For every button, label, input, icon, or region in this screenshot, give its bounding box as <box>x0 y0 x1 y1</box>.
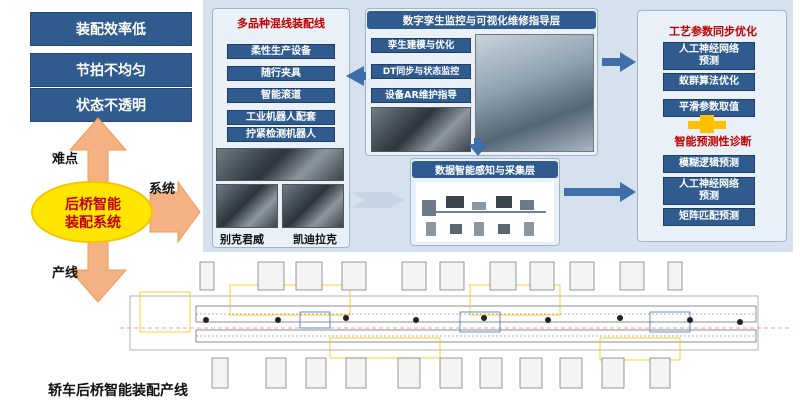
problem-box-efficiency: 装配效率低 <box>30 12 192 46</box>
arrow-opt-to-twin <box>602 52 636 72</box>
caption-cadillac: 凯迪拉克 <box>293 233 337 246</box>
problem-box-status: 状态不透明 <box>30 88 192 122</box>
arrow-data-to-opt <box>564 182 636 202</box>
arrow-data-to-twin <box>468 138 488 156</box>
chevron-line-to-data <box>350 192 404 208</box>
assembly-photo-buick <box>216 184 278 228</box>
label-system: 系统 <box>149 182 176 197</box>
arrow-right <box>149 180 201 244</box>
twin-item-ar: 设备AR维护指导 <box>371 88 471 103</box>
mixed-item-roller: 智能滚道 <box>227 88 335 103</box>
production-line-caption: 轿车后桥智能装配产线 <box>48 383 188 399</box>
predictive-title: 智能预测性诊断 <box>674 134 752 148</box>
hub-ellipse <box>31 181 153 243</box>
label-line: 产线 <box>52 266 79 281</box>
assembly-photo-cadillac <box>282 184 344 228</box>
mixed-item-fixture: 随行夹具 <box>227 66 335 81</box>
sensor-network-image <box>416 182 554 242</box>
caption-buick: 别克君威 <box>220 233 264 246</box>
opt-item-ann: 人工神经网络预测 <box>663 42 755 70</box>
process-opt-title: 工艺参数同步优化 <box>669 24 757 38</box>
twin-layer-title: 数字孪生监控与可视化维修指导层 <box>367 11 596 29</box>
mixed-item-tighten: 拧紧检测机器人 <box>227 127 335 142</box>
hub-label-line2: 装配系统 <box>65 214 121 231</box>
pred-item-ann-label: 人工神经网络预测 <box>679 179 739 202</box>
digital-twin-image <box>475 34 594 152</box>
hub-label-line1: 后桥智能 <box>65 196 121 213</box>
ar-maintenance-image <box>371 107 471 152</box>
data-layer-title: 数据智能感知与采集层 <box>412 161 558 178</box>
arrow-twin-to-line <box>346 66 366 86</box>
twin-item-sync: DT同步与状态监控 <box>371 64 471 79</box>
opt-item-aco: 蚁群算法优化 <box>663 73 755 91</box>
label-difficulty: 难点 <box>52 152 79 167</box>
pred-item-ann: 人工神经网络预测 <box>663 177 755 205</box>
pred-item-fuzzy: 模糊逻辑预测 <box>663 155 755 173</box>
problem-box-takt: 节拍不均匀 <box>30 53 192 87</box>
mixed-item-flex: 柔性生产设备 <box>227 44 335 59</box>
pred-item-matrix: 矩阵匹配预测 <box>663 208 755 226</box>
mixed-item-robot: 工业机器人配套 <box>227 110 335 125</box>
assembly-photo-top <box>216 148 344 181</box>
mixed-line-title: 多品种混线装配线 <box>237 17 325 30</box>
twin-item-modeling: 孪生建模与优化 <box>371 38 471 53</box>
opt-item-ann-label: 人工神经网络预测 <box>679 44 739 67</box>
line-frame <box>129 295 759 351</box>
